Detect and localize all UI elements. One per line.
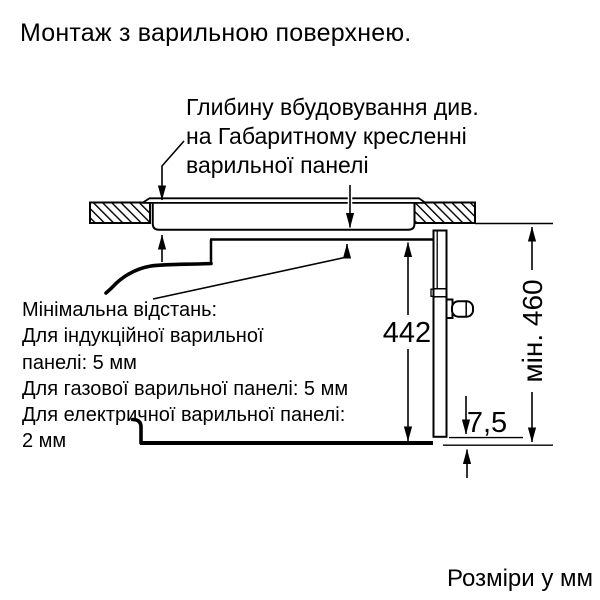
page-title: Монтаж з варильною поверхнею. xyxy=(20,19,412,47)
countertop-left-block xyxy=(89,201,151,224)
min-distance-leader xyxy=(152,243,352,300)
min-distance-note: Мінімальна відстань: Для індукційної вар… xyxy=(22,297,348,455)
depth-note-line-2: на Габаритному кресленні xyxy=(186,123,467,149)
min-distance-line-3: панелі: 5 мм xyxy=(22,351,137,374)
min-distance-line-4: Для газової варильної панелі: 5 мм xyxy=(22,377,349,400)
dim-460-label: мін. 460 xyxy=(517,279,548,382)
countertop-right-block xyxy=(413,201,476,224)
depth-note: Глибину вбудовування див. на Габаритному… xyxy=(186,93,479,180)
depth-note-line-1: Глибину вбудовування див. xyxy=(186,94,479,120)
countertop-section xyxy=(89,201,476,224)
min-distance-line-6: 2 мм xyxy=(22,430,67,453)
min-distance-line-2: Для індукційної варильної xyxy=(22,325,264,348)
min-distance-line-1: Мінімальна відстань: xyxy=(22,299,218,321)
dim-442-label: 442 xyxy=(383,317,431,349)
dimension-niche-height: мін. 460 xyxy=(517,226,548,443)
control-panel-gap-lines xyxy=(433,287,447,298)
oven-front-panel xyxy=(432,229,448,438)
dimension-oven-height: 442 xyxy=(383,242,431,442)
min-distance-line-5: Для електричної варильної панелі: xyxy=(22,404,346,427)
units-note: Розміри у мм xyxy=(447,565,593,592)
oven-bottom-left-hook xyxy=(130,417,143,445)
oven-top-break-curve xyxy=(104,261,213,295)
cooktop-tray xyxy=(151,202,416,231)
cooktop-glass-lip xyxy=(141,197,427,204)
control-knob xyxy=(451,300,474,318)
cooktop-panel xyxy=(141,197,427,231)
depth-note-line-3: варильної панелі xyxy=(186,152,369,178)
dim-75-label: 7,5 xyxy=(467,407,507,439)
depth-leader-left xyxy=(157,140,185,201)
oven-body xyxy=(104,238,433,445)
dimension-door-gap: 7,5 xyxy=(449,396,523,478)
control-panel-tab xyxy=(430,288,434,297)
oven-front xyxy=(430,229,474,438)
